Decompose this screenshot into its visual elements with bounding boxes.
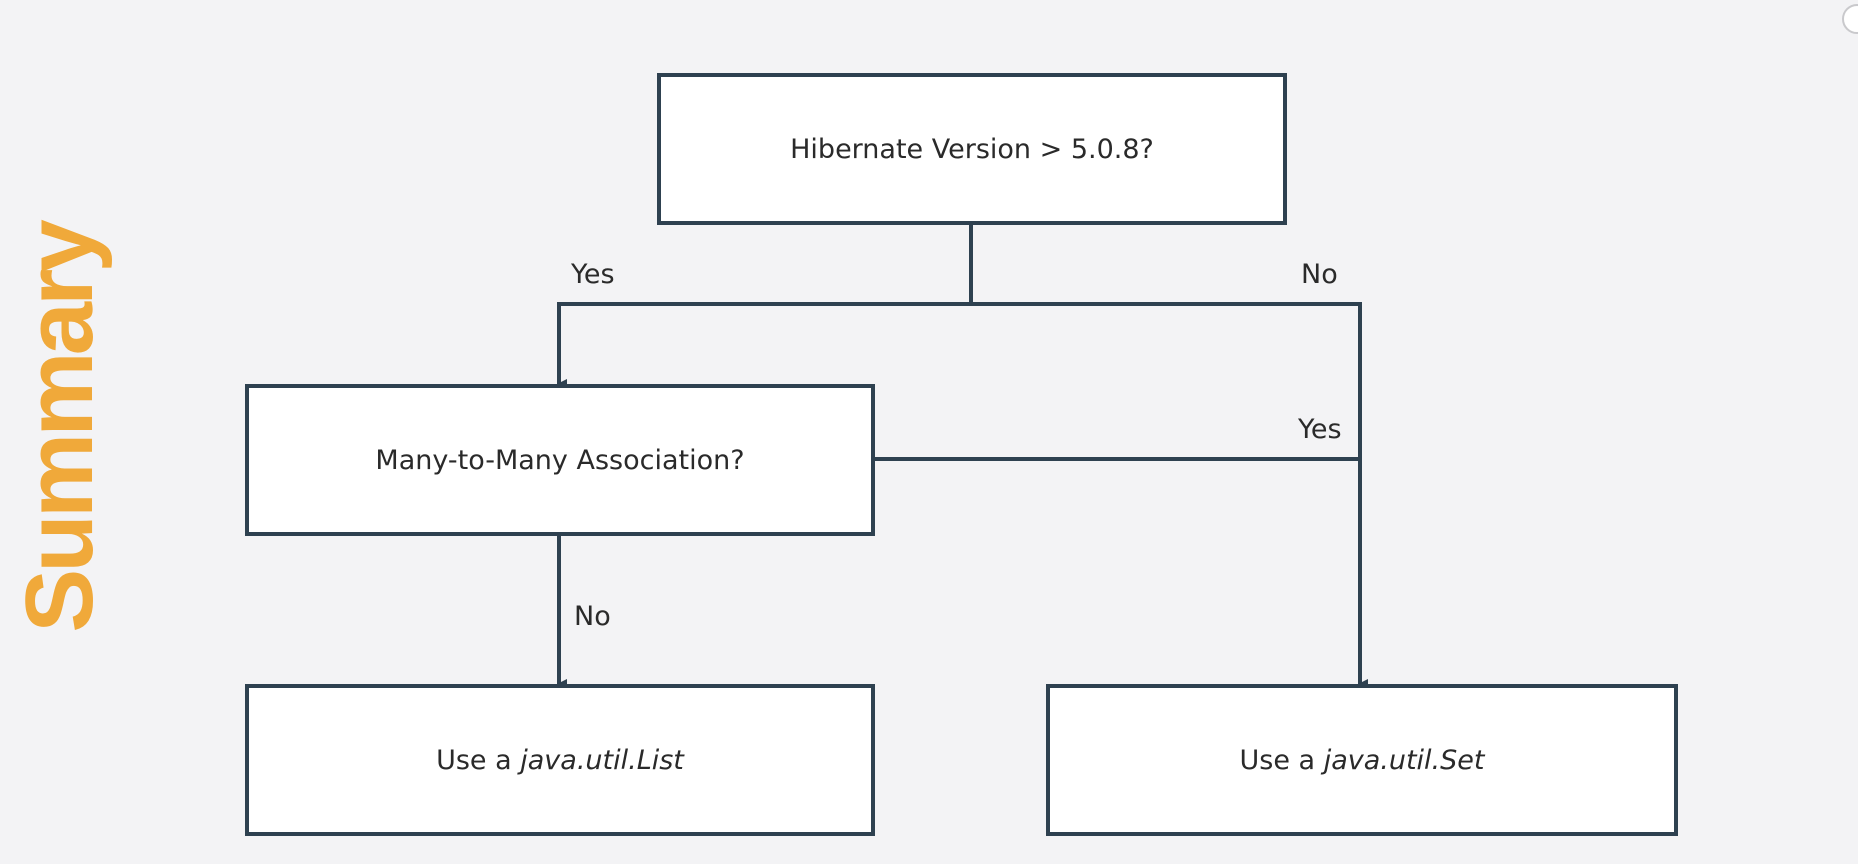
use-set-prefix: Use a bbox=[1239, 744, 1324, 776]
use-set-type: java.util.Set bbox=[1323, 744, 1485, 776]
connector-version-yes bbox=[557, 302, 971, 389]
association-no-label: No bbox=[574, 601, 611, 632]
connector-version-no bbox=[971, 302, 1368, 689]
many-to-many-label: Many-to-Many Association? bbox=[375, 444, 745, 476]
use-set-outcome: Use a java.util.Set bbox=[1046, 684, 1678, 836]
use-list-outcome: Use a java.util.List bbox=[245, 684, 875, 836]
association-yes-label: Yes bbox=[1298, 414, 1342, 445]
version-yes-label: Yes bbox=[571, 259, 615, 290]
use-list-prefix: Use a bbox=[436, 744, 521, 776]
use-set-label: Use a java.util.Set bbox=[1240, 745, 1485, 776]
use-list-label: Use a java.util.List bbox=[436, 745, 684, 776]
many-to-many-question: Many-to-Many Association? bbox=[245, 384, 875, 536]
hibernate-version-label: Hibernate Version > 5.0.8? bbox=[790, 133, 1154, 165]
version-no-label: No bbox=[1301, 259, 1338, 290]
use-list-type: java.util.List bbox=[520, 744, 684, 776]
hibernate-version-question: Hibernate Version > 5.0.8? bbox=[657, 73, 1287, 225]
